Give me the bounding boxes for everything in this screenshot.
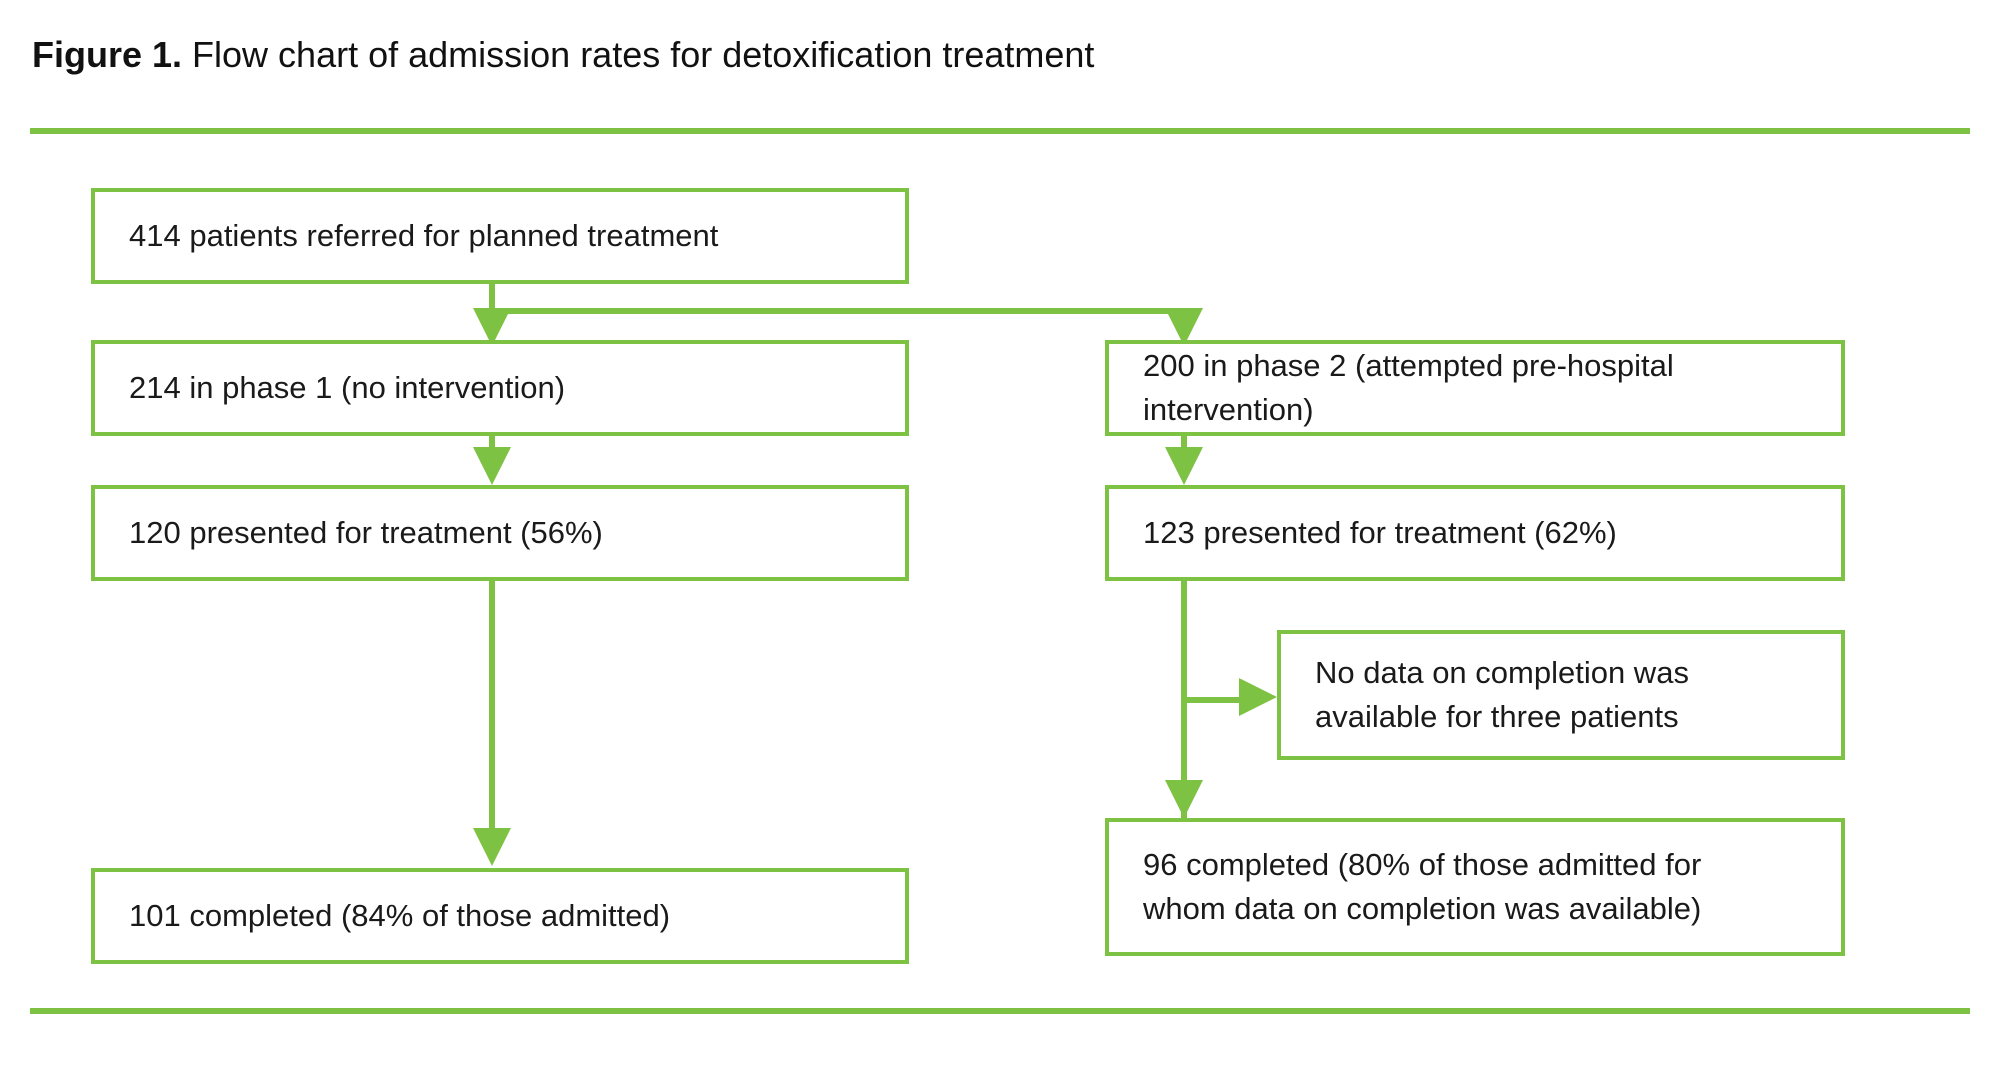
arrow-right-icon-to-nodata	[1239, 678, 1277, 716]
arrow-down-icon-to-phase2	[1165, 308, 1203, 346]
flow-node-phase2: 200 in phase 2 (attempted pre-hospital i…	[1105, 340, 1845, 436]
arrow-down-icon-to-presented2	[1165, 447, 1203, 485]
figure-title: Flow chart of admission rates for detoxi…	[192, 34, 1095, 75]
flow-node-presented2-label: 123 presented for treatment (62%)	[1143, 515, 1617, 550]
flow-node-completed1: 101 completed (84% of those admitted)	[91, 868, 909, 964]
connector-branch-bar-to-nodata	[1181, 697, 1247, 703]
flow-node-completed1-label: 101 completed (84% of those admitted)	[129, 898, 671, 933]
arrow-down-icon-to-completed2	[1165, 780, 1203, 818]
flow-node-referred-label: 414 patients referred for planned treatm…	[129, 218, 719, 253]
figure-caption: Figure 1. Flow chart of admission rates …	[32, 32, 1932, 78]
arrow-down-icon-to-phase1	[473, 308, 511, 346]
arrow-down-icon-to-presented1	[473, 447, 511, 485]
flow-node-nodata-label: No data on completion was available for …	[1315, 655, 1689, 734]
flow-node-completed2: 96 completed (80% of those admitted for …	[1105, 818, 1845, 956]
flow-node-presented2: 123 presented for treatment (62%)	[1105, 485, 1845, 581]
flow-node-nodata: No data on completion was available for …	[1277, 630, 1845, 760]
flow-node-phase2-label: 200 in phase 2 (attempted pre-hospital i…	[1143, 348, 1674, 427]
connector-phase2-stem	[1181, 436, 1187, 454]
flow-node-presented1: 120 presented for treatment (56%)	[91, 485, 909, 581]
connector-presented1-stem	[489, 581, 495, 831]
flow-node-phase1: 214 in phase 1 (no intervention)	[91, 340, 909, 436]
figure-label: Figure 1.	[32, 34, 183, 75]
top-divider-rule	[30, 128, 1970, 134]
flow-node-phase1-label: 214 in phase 1 (no intervention)	[129, 370, 566, 405]
flow-node-presented1-label: 120 presented for treatment (56%)	[129, 515, 603, 550]
connector-phase1-stem	[489, 436, 495, 454]
bottom-divider-rule	[30, 1008, 1970, 1014]
connector-split-bar	[489, 308, 1191, 314]
arrow-down-icon-to-completed1	[473, 828, 511, 866]
connector-referred-stem	[489, 284, 495, 312]
flow-node-referred: 414 patients referred for planned treatm…	[91, 188, 909, 284]
flow-node-completed2-label: 96 completed (80% of those admitted for …	[1143, 847, 1702, 926]
